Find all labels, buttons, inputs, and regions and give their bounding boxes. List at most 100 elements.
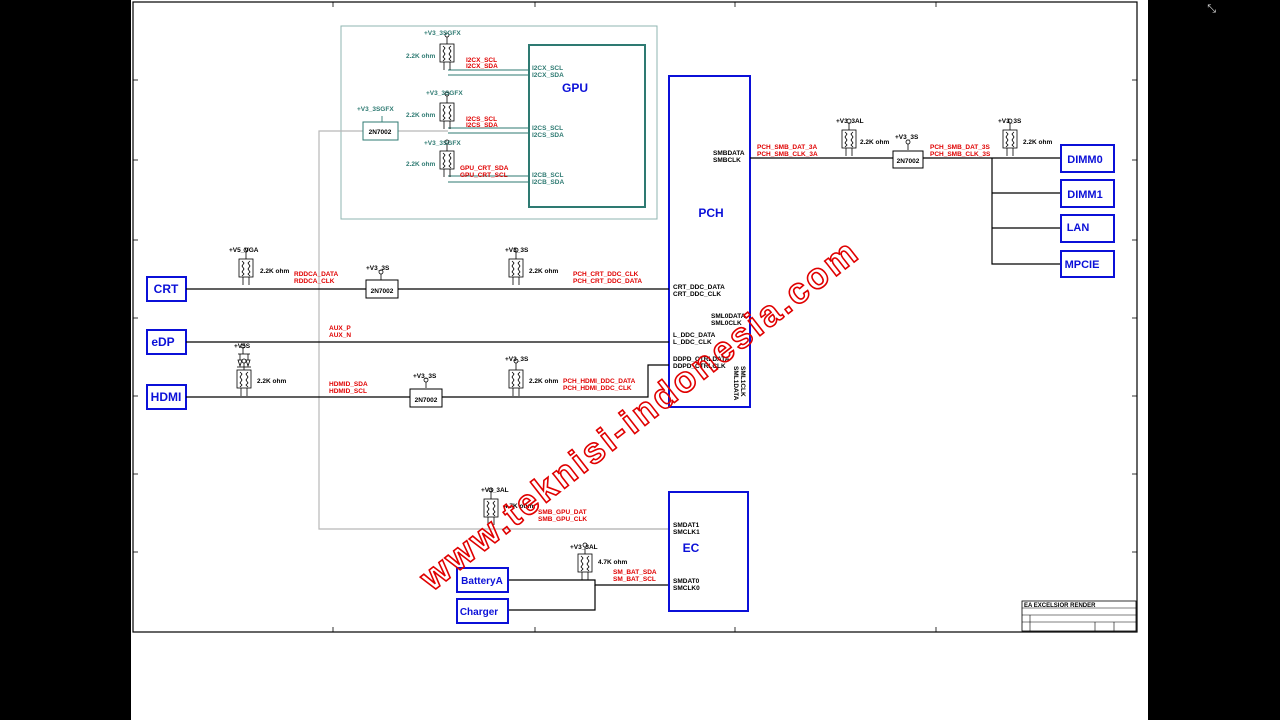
pch-pin-sml1clk: SML1CLK	[739, 366, 746, 397]
hdmi-pch-sig-b: PCH_HDMI_DDC_CLK	[563, 385, 632, 392]
ec-rail-bat: +V3_3AL	[570, 544, 598, 551]
pch-block[interactable]	[668, 75, 751, 408]
lan-block[interactable]: LAN	[1060, 214, 1115, 243]
pch-pin-smbclk: SMBCLK	[713, 157, 741, 164]
gpu-res-1: 2.2K ohm	[406, 53, 435, 60]
hdmi-res-pull: 2.2K ohm	[529, 378, 558, 385]
edp-connector[interactable]: eDP	[146, 329, 187, 355]
edp-sig-b: AUX_N	[329, 332, 351, 339]
exit-fullscreen-icon[interactable]: ⤡	[1207, 2, 1216, 15]
hdmi-rail-pull: +V3_3S	[505, 356, 529, 363]
dimm1-label: DIMM1	[1067, 189, 1102, 201]
smb-fet-label: 2N7002	[897, 158, 920, 165]
smb-out-b: PCH_SMB_CLK_3S	[930, 151, 991, 158]
edp-label: eDP	[151, 335, 174, 349]
mpcie-label: MPCIE	[1065, 259, 1100, 271]
ec-pin-dat0: SMDAT0	[673, 578, 700, 585]
title-block-title: EA EXCELSIOR RENDER	[1024, 603, 1096, 609]
pch-pin-sml1data: SML1DATA	[732, 366, 739, 401]
pch-pin-crt-clk: CRT_DDC_CLK	[673, 291, 721, 298]
pch-pin-l-clk: L_DDC_CLK	[673, 339, 712, 346]
pch-pin-sml0clk: SML0CLK	[711, 320, 742, 327]
hdmi-res-v5: 2.2K ohm	[257, 378, 286, 385]
gpu-ec-bus	[318, 130, 669, 530]
gpu-sig-3b: GPU_CRT_SCL	[460, 172, 508, 179]
ec-pin-clk1: SMCLK1	[673, 529, 700, 536]
edp-sig-a: AUX_P	[329, 325, 351, 332]
ec-sig-b: SMB_GPU_CLK	[538, 516, 587, 523]
main-wires	[186, 157, 1061, 611]
gpu-res-3: 2.2K ohm	[406, 161, 435, 168]
gpu-label: GPU	[562, 81, 588, 95]
hdmi-sig-b: HDMID_SCL	[329, 388, 367, 395]
battery-label: BatteryA	[461, 576, 503, 587]
battery-block[interactable]: BatteryA	[456, 567, 509, 593]
dimm0-label: DIMM0	[1067, 154, 1102, 166]
dimm1-block[interactable]: DIMM1	[1060, 179, 1115, 208]
ec-label: EC	[683, 541, 700, 555]
title-block: EA EXCELSIOR RENDER	[1021, 600, 1137, 632]
smb-sig-b: PCH_SMB_CLK_3A	[757, 151, 818, 158]
smb-out-a: PCH_SMB_DAT_3S	[930, 144, 991, 151]
dimm0-block[interactable]: DIMM0	[1060, 144, 1115, 173]
smb-fet-rail: +V3_3S	[895, 134, 919, 141]
ec-res-gpu: 4.7K ohm	[504, 503, 533, 510]
gpu-sig-3a: GPU_CRT_SDA	[460, 165, 509, 172]
hdmi-label: HDMI	[151, 390, 182, 404]
smb-res-s: 2.2K ohm	[1023, 139, 1052, 146]
gpu-sig-2b: I2CS_SDA	[466, 122, 498, 129]
ec-bat-a: SM_BAT_SDA	[613, 569, 657, 576]
gpu-fet-rail: +V3_3SGFX	[357, 106, 394, 113]
gpu-sig-1a: I2CX_SCL	[466, 57, 497, 64]
gpu-fet	[362, 121, 399, 141]
crt-fet-rail: +V3_3S	[366, 265, 390, 272]
hdmi-fet	[409, 388, 443, 408]
gpu-block[interactable]	[528, 44, 646, 208]
ec-sig-a: SMB_GPU_DAT	[538, 509, 587, 516]
crt-fet	[365, 279, 399, 299]
ec-res-bat: 4.7K ohm	[598, 559, 627, 566]
gpu-pin-2b: I2CS_SDA	[532, 132, 564, 139]
crt-connector[interactable]: CRT	[146, 276, 187, 302]
gpu-fet-label: 2N7002	[369, 129, 392, 136]
smb-res-al: 2.2K ohm	[860, 139, 889, 146]
smb-sig-a: PCH_SMB_DAT_3A	[757, 144, 818, 151]
hdmi-rail-v5: +V5S	[234, 343, 251, 350]
ec-rail-gpu: +V3_3AL	[481, 487, 509, 494]
hdmi-diodes	[237, 343, 251, 368]
border-ticks	[133, 2, 1137, 632]
pch-pin-ddpd-clk: DDPD_CTRLCLK	[673, 363, 726, 370]
ec-block[interactable]	[668, 491, 749, 612]
gpu-res-2: 2.2K ohm	[406, 112, 435, 119]
hdmi-connector[interactable]: HDMI	[146, 384, 187, 410]
ec-pin-dat1: SMDAT1	[673, 522, 700, 529]
gpu-sig-2a: I2CS_SCL	[466, 116, 497, 123]
hdmi-fet-rail: +V3_3S	[413, 373, 437, 380]
pch-pin-crt-data: CRT_DDC_DATA	[673, 284, 725, 291]
charger-block[interactable]: Charger	[456, 598, 509, 624]
gpu-region	[340, 25, 658, 220]
pch-label: PCH	[698, 206, 723, 220]
lan-label: LAN	[1067, 222, 1090, 234]
smb-rail-al: +V3_3AL	[836, 118, 864, 125]
crt-pch-sig-b: PCH_CRT_DDC_DATA	[573, 278, 642, 285]
mpcie-block[interactable]: MPCIE	[1060, 250, 1115, 278]
gpu-pin-2a: I2CS_SCL	[532, 125, 563, 132]
charger-label: Charger	[460, 607, 498, 618]
crt-sig-a: RDDCA_DATA	[294, 271, 338, 278]
gpu-pin-3b: I2CB_SDA	[532, 179, 564, 186]
gpu-rail-3: +V3_3SGFX	[424, 140, 461, 147]
crt-res-vga: 2.2K ohm	[260, 268, 289, 275]
crt-label: CRT	[154, 282, 179, 296]
crt-rail-vga: +V5_VGA	[229, 247, 259, 254]
gpu-pin-3a: I2CB_SCL	[532, 172, 563, 179]
smb-fet	[892, 150, 924, 169]
crt-fet-label: 2N7002	[371, 288, 394, 295]
pch-pin-smbdata: SMBDATA	[713, 150, 745, 157]
hdmi-sig-a: HDMID_SDA	[329, 381, 368, 388]
hdmi-pch-sig-a: PCH_HDMI_DDC_DATA	[563, 378, 636, 385]
crt-res-pull: 2.2K ohm	[529, 268, 558, 275]
crt-pch-sig-a: PCH_CRT_DDC_CLK	[573, 271, 639, 278]
gpu-rail-1: +V3_3SGFX	[424, 30, 461, 37]
